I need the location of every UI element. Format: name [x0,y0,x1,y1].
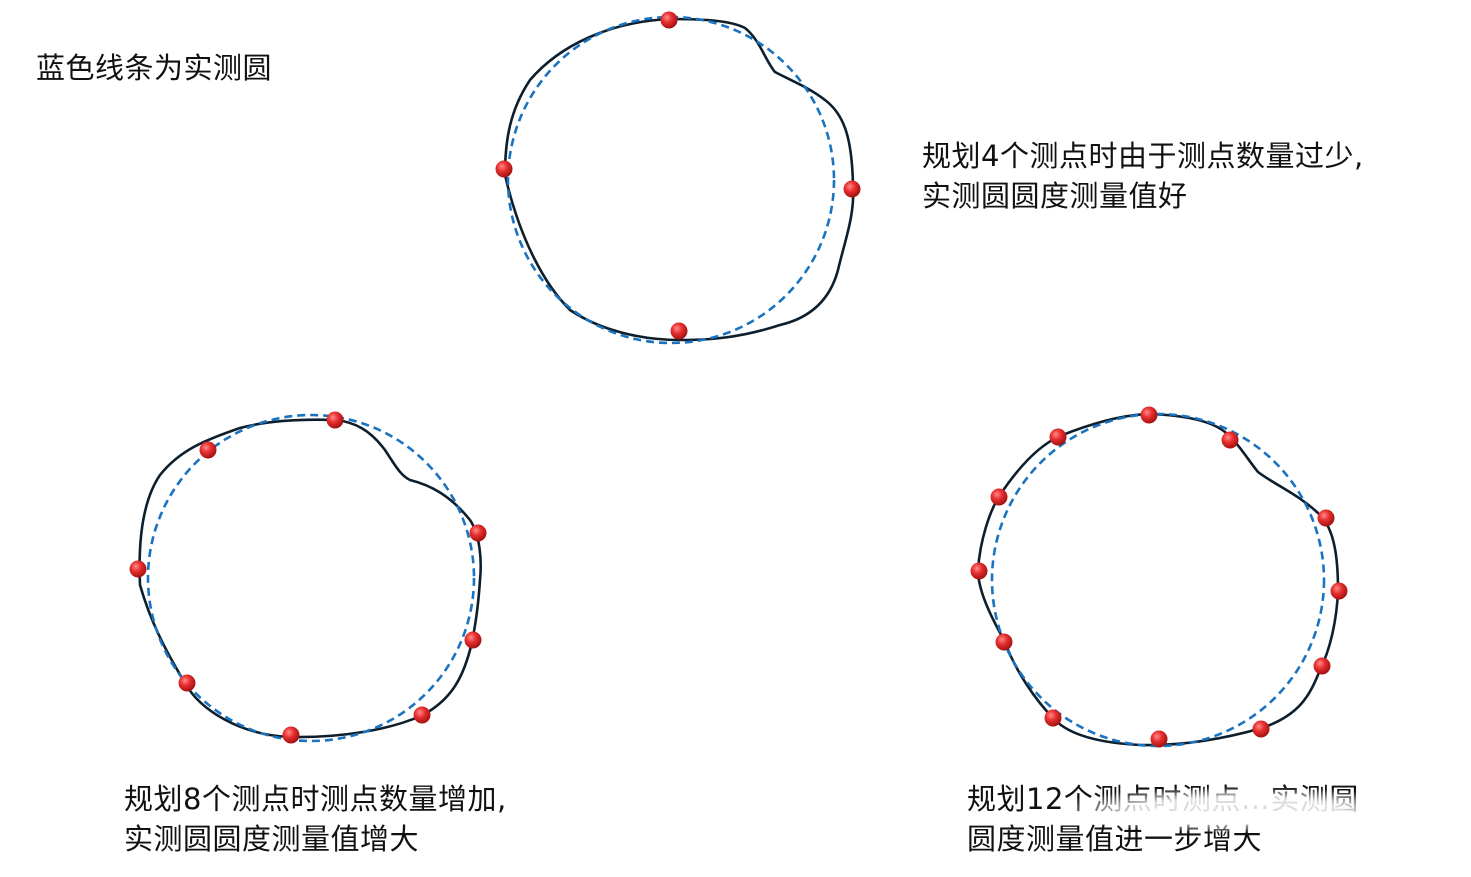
measure-point [495,160,513,178]
measure-point [1221,431,1239,449]
measure-point [282,726,300,744]
measure-point [1049,428,1067,446]
measure-point [1317,509,1335,527]
fitted-circle [990,412,1326,748]
caption-line: 规划8个测点时测点数量增加, [124,782,507,816]
measure-point [995,633,1013,651]
measure-point [129,560,147,578]
panel-8-points [129,411,487,744]
caption-line: 实测圆圆度测量值好 [922,179,1188,213]
measure-point [670,322,688,340]
measure-point [413,706,431,724]
measure-point [326,411,344,429]
measure-point [990,488,1008,506]
measure-point [1330,582,1348,600]
measure-point [970,562,988,580]
measure-point [199,441,217,459]
panel-12-points [970,406,1348,748]
caption-4-points: 规划4个测点时由于测点数量过少, 实测圆圆度测量值好 [922,136,1364,216]
measure-point [464,631,482,649]
measure-point [1140,406,1158,424]
actual-profile [976,412,1340,747]
watermark [1060,788,1420,832]
measure-point [178,674,196,692]
measure-point [1313,657,1331,675]
panel-4-points [495,11,861,345]
measure-points [495,11,861,340]
measure-point [1044,709,1062,727]
measure-points [129,411,487,744]
measure-point [843,180,861,198]
caption-line: 实测圆圆度测量值增大 [124,822,420,856]
actual-profile [503,17,855,342]
caption-line: 规划4个测点时由于测点数量过少, [922,139,1364,173]
measure-point [1150,730,1168,748]
measure-point [469,524,487,542]
caption-8-points: 规划8个测点时测点数量增加, 实测圆圆度测量值增大 [124,779,507,859]
measure-point [660,11,678,29]
measure-points [970,406,1348,748]
legend-note: 蓝色线条为实测圆 [36,51,273,85]
measure-point [1252,720,1270,738]
fitted-circle [146,413,476,743]
